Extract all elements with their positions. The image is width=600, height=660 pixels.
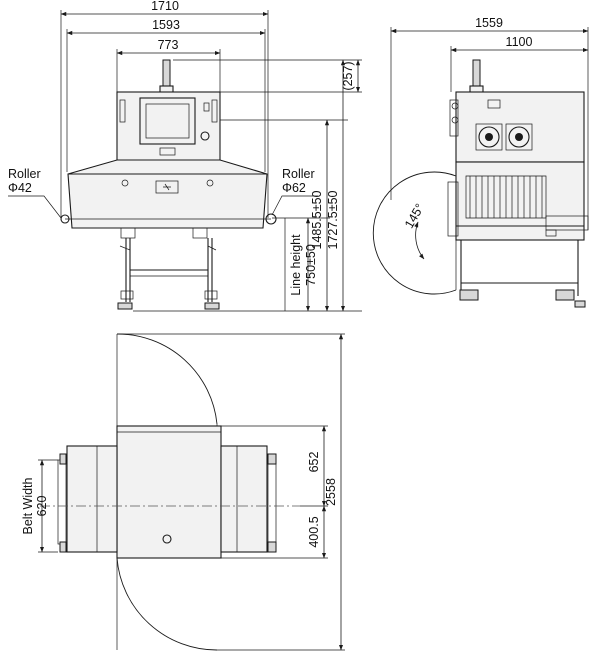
door-swing-arc-bottom [116,557,218,651]
line-height-label: Line height [289,234,303,296]
front-view: 1710 1593 773 (257) 1727.5±50 1485.5±50 … [8,0,362,312]
side-tunnel [455,161,585,241]
support-legs [117,227,220,310]
power-switch-icon [200,131,210,141]
entry-tunnel [66,445,118,553]
dim-roller-span: 1593 [152,18,180,32]
top-view: Belt Width 620 2558 652 400.5 [21,333,345,651]
dim-overall-width: 1710 [151,0,179,13]
dim-cabinet-width: 773 [158,38,179,52]
dim-total-height: 1727.5±50 [326,190,340,249]
dim-rear-part: 400.5 [307,516,321,547]
dim-total-depth: 2558 [324,478,338,506]
cooling-fan-icon [475,123,533,151]
top-view-knob-icon [162,534,172,544]
lead-curtains [465,175,547,219]
dim-roller-height: 1485.5±50 [310,190,324,249]
dim-overall-depth: 1559 [475,16,503,30]
cabinet [116,91,221,163]
roller-left-size: Φ42 [8,181,32,195]
roller-right-size: Φ62 [282,181,306,195]
top-cabinet [116,425,222,559]
belt-width-value: 620 [35,496,49,517]
side-view: 1559 1100 [372,16,589,308]
dim-cabinet-depth: 1100 [506,35,533,49]
signal-beacon [159,59,174,95]
tunnel-housing [67,159,268,229]
dim-front-part: 652 [307,452,321,473]
door-angle: 145° [402,201,427,230]
door-swing-arc-top [116,333,218,425]
line-height-value: 750±50 [304,244,318,286]
control-screen [139,97,196,145]
roller-right-label: Roller [282,167,315,181]
belt-width-label: Belt Width [21,477,35,534]
door-swing-arc [372,171,457,295]
roller-left-label: Roller [8,167,41,181]
exit-tunnel [220,445,268,553]
